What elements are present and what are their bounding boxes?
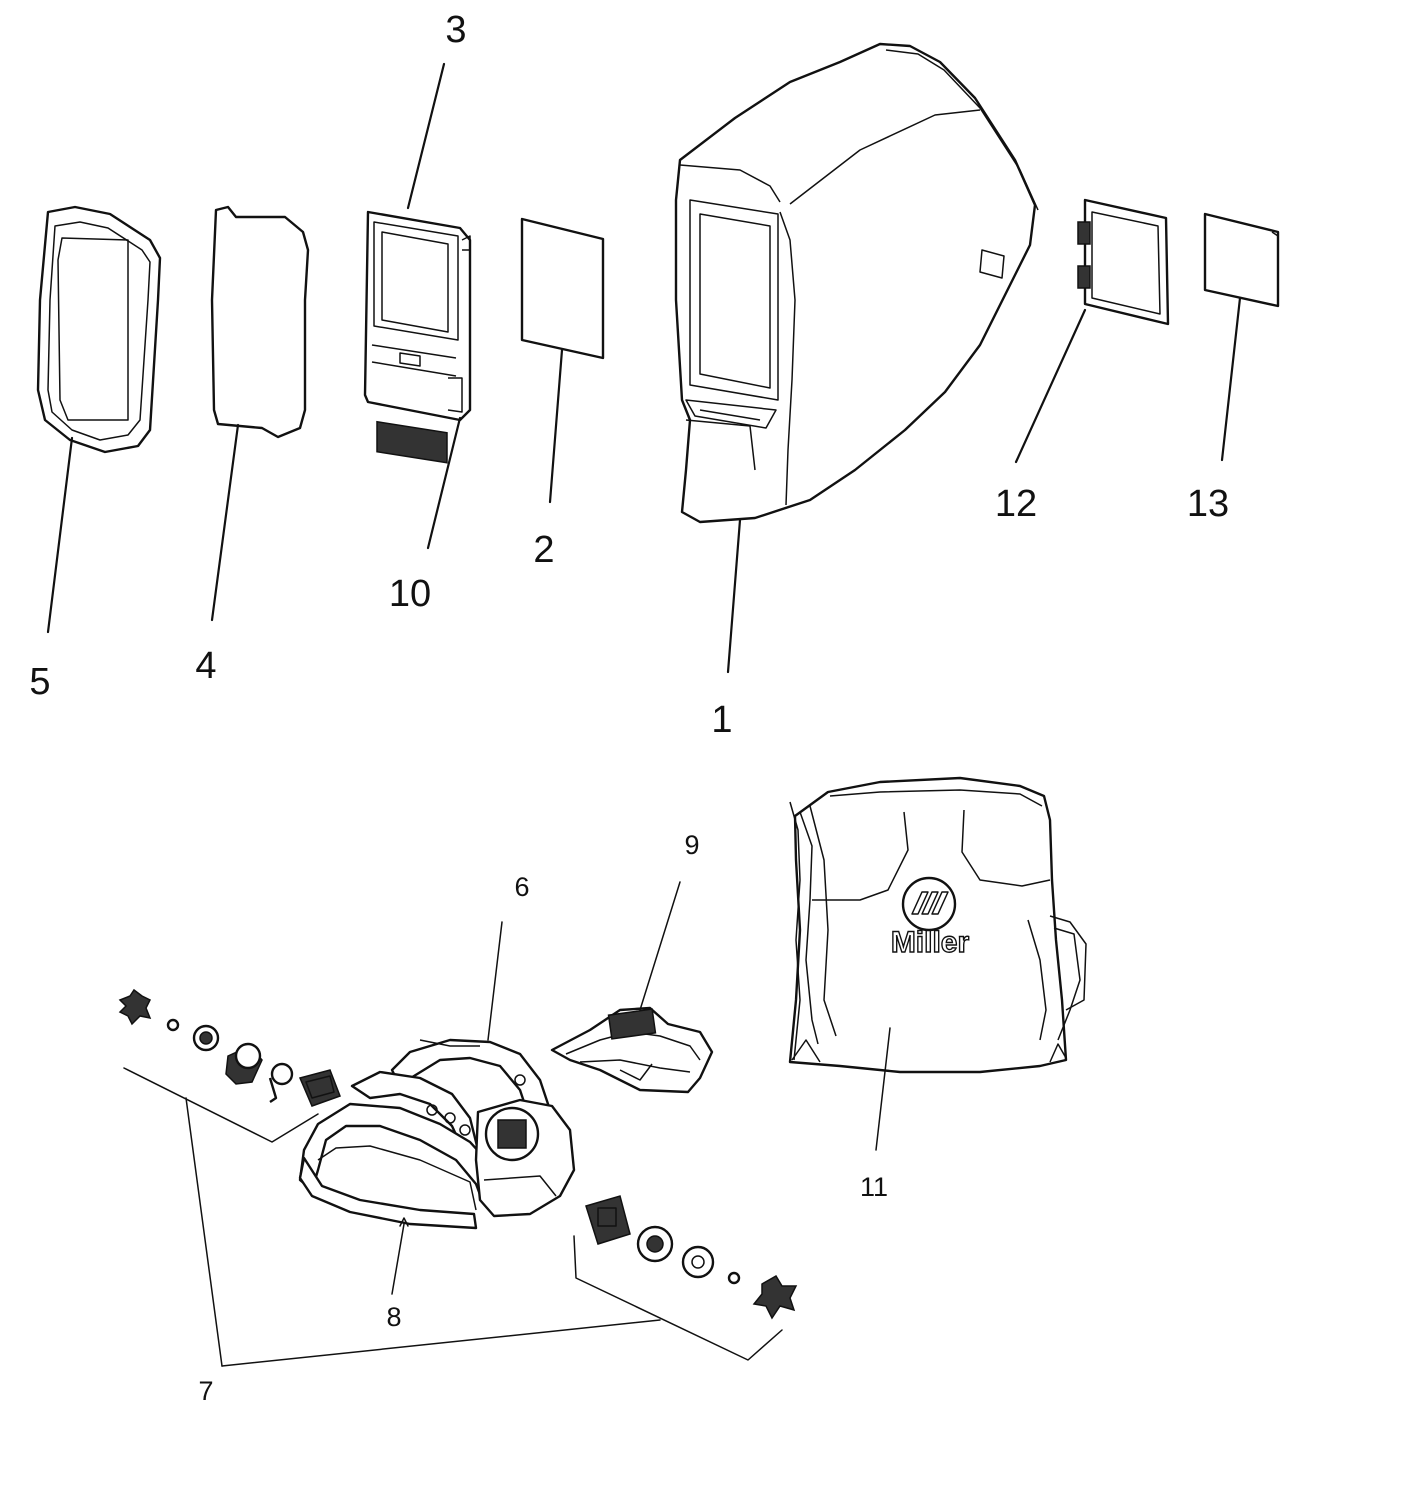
bracket-7-right xyxy=(573,1235,783,1361)
callout-13: 13 xyxy=(1187,483,1229,525)
leader-5 xyxy=(46,436,74,634)
part-13-cover-lens xyxy=(1203,212,1280,308)
part-4-clear-lens xyxy=(210,205,310,439)
leader-1 xyxy=(726,518,742,674)
callout-1: 1 xyxy=(711,699,732,741)
leader-6 xyxy=(487,921,503,1041)
bag-brand-label: Miller xyxy=(891,926,970,959)
part-11-storage-bag: Miller xyxy=(788,776,1087,1074)
callout-5: 5 xyxy=(29,661,50,703)
leader-9 xyxy=(639,881,681,1011)
callout-12: 12 xyxy=(995,483,1037,525)
leader-8 xyxy=(391,1223,405,1295)
callout-10: 10 xyxy=(389,573,431,615)
part-10-cartridge xyxy=(363,210,472,464)
callout-8: 8 xyxy=(386,1302,401,1332)
leader-2 xyxy=(548,348,564,504)
leader-10 xyxy=(426,416,462,550)
callout-11: 11 xyxy=(860,1172,888,1202)
callout-4: 4 xyxy=(195,645,216,687)
part-2-inside-lens xyxy=(520,217,605,360)
part-7-pivot-hardware-left xyxy=(118,988,341,1107)
leader-7-left xyxy=(185,1097,223,1367)
callout-6: 6 xyxy=(514,872,529,902)
part-5-lens-frame xyxy=(36,205,162,454)
leader-12 xyxy=(1014,308,1087,464)
leader-8-arrowhead xyxy=(399,1217,409,1227)
part-7-pivot-hardware-right xyxy=(585,1195,798,1320)
part-12-lens-holder xyxy=(1077,198,1170,326)
leader-4 xyxy=(210,423,240,622)
callout-7: 7 xyxy=(198,1376,213,1406)
callout-2: 2 xyxy=(533,529,554,571)
part-9-crown-pad xyxy=(550,1006,714,1094)
part-1-helmet-shell xyxy=(674,42,1039,524)
leader-13 xyxy=(1220,296,1242,462)
leader-11 xyxy=(875,1027,891,1151)
callout-9: 9 xyxy=(684,830,699,860)
leader-7-right xyxy=(221,1319,661,1367)
part-6-headgear xyxy=(298,1038,576,1230)
leader-3 xyxy=(406,62,446,210)
bracket-7-left xyxy=(123,1067,319,1143)
callout-3: 3 xyxy=(445,9,466,51)
